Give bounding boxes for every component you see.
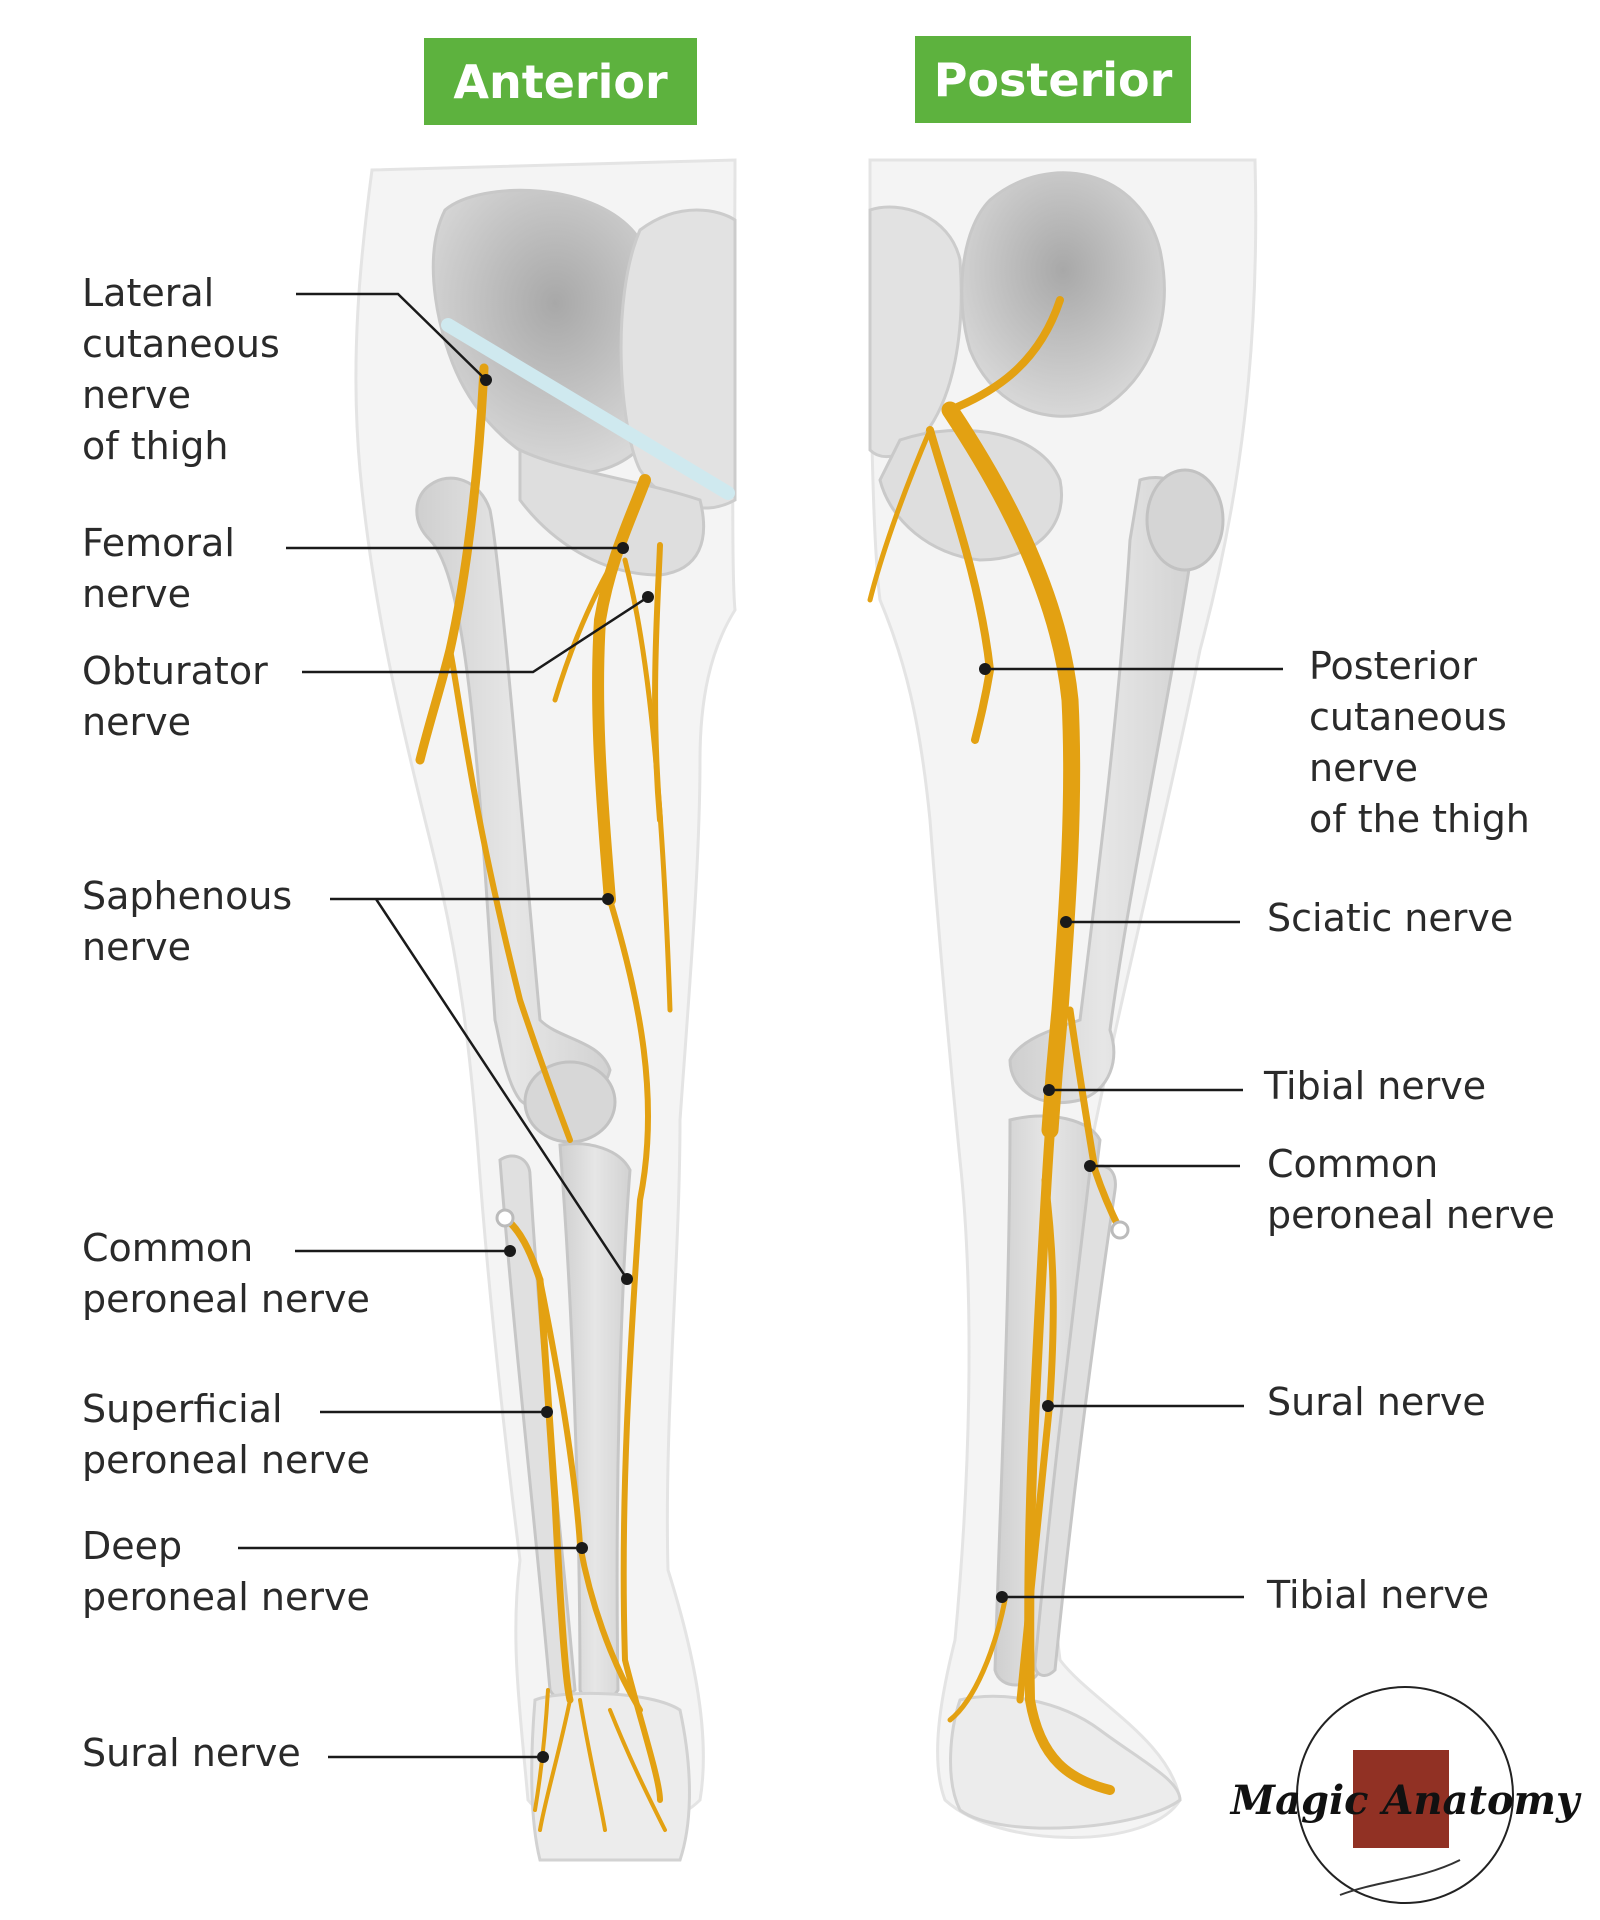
superficial-peroneal-nerve-path	[536, 1276, 574, 1704]
posterior-greater-trochanter	[1145, 468, 1225, 572]
dot-saphenous-thigh	[602, 893, 614, 905]
dot-femoral	[617, 542, 629, 554]
anterior-view	[354, 158, 737, 1862]
logo-wordmark: Magic Anatomy	[1229, 1777, 1582, 1824]
posterior-ilium	[960, 171, 1166, 418]
anterior-foot	[530, 1691, 691, 1862]
dot-sural-posterior	[1042, 1400, 1054, 1412]
label-deep-peroneal-nerve: Deep peroneal nerve	[82, 1524, 370, 1619]
foot-branch-3-path	[608, 1708, 667, 1832]
femoral-branch-2-path	[622, 557, 673, 1013]
posterior-cutaneous-nerve-branch-path	[946, 296, 1064, 414]
logo-ring	[1296, 1686, 1514, 1904]
dot-superficial-peroneal	[541, 1406, 553, 1418]
dot-tibial-lower	[996, 1591, 1008, 1603]
dot-saphenous-leg	[621, 1273, 633, 1285]
label-sural-nerve-posterior: Sural nerve	[1267, 1380, 1486, 1424]
obturator-nerve-path	[652, 542, 663, 823]
posterior-cutaneous-nerve-of-thigh-path	[926, 426, 995, 744]
dot-tibial-upper	[1043, 1084, 1055, 1096]
posterior-nerves	[867, 296, 1124, 1795]
anterior-tibia	[558, 1142, 632, 1703]
dot-sural-anterior	[537, 1751, 549, 1763]
posterior-view	[867, 158, 1258, 1839]
dot-sciatic	[1060, 916, 1072, 928]
label-sciatic-nerve: Sciatic nerve	[1267, 896, 1514, 940]
dot-common-peroneal-posterior	[1084, 1160, 1096, 1172]
anterior-nerves	[415, 363, 673, 1832]
posterior-fibula	[1033, 1164, 1117, 1677]
inguinal-ligament	[441, 318, 735, 500]
femoral-nerve-path	[592, 474, 651, 906]
foot-branch-1-path	[538, 1698, 572, 1832]
label-superficial-peroneal-nerve: Superficial peroneal nerve	[82, 1387, 370, 1482]
label-common-peroneal-nerve-posterior: Common peroneal nerve	[1267, 1142, 1555, 1237]
sural-lateral-foot-path	[947, 1597, 1008, 1723]
label-obturator-nerve: Obturator nerve	[82, 649, 268, 744]
posterior-femur	[1008, 475, 1198, 1105]
label-lateral-cutaneous-nerve-of-thigh: Lateral cutaneous nerve of thigh	[82, 271, 280, 468]
leader-saphenous	[330, 897, 629, 1280]
label-tibial-nerve-upper: Tibial nerve	[1264, 1064, 1487, 1108]
label-saphenous-nerve: Saphenous nerve	[82, 874, 293, 969]
dot-lateral-cutaneous	[480, 374, 492, 386]
leaf-branch-icon	[1339, 1859, 1461, 1896]
logo-face-shade	[1353, 1750, 1449, 1848]
posterior-cutaneous-side-branch-path	[867, 427, 933, 603]
dot-obturator	[642, 591, 654, 603]
magic-anatomy-logo: Magic Anatomy	[1229, 1686, 1582, 1904]
deep-peroneal-nerve-path	[537, 1277, 643, 1713]
leader-lateral-cutaneous	[296, 292, 487, 381]
anterior-patella	[523, 1060, 617, 1144]
saphenous-nerve-path	[607, 897, 663, 1803]
fibular-head-marker	[495, 1208, 515, 1228]
femoral-branch-1-path	[552, 547, 623, 703]
lateral-cutaneous-nerve-of-thigh-path	[415, 363, 489, 765]
label-common-peroneal-nerve-anterior: Common peroneal nerve	[82, 1226, 370, 1321]
leader-lines	[238, 292, 1283, 1759]
posterior-foot	[949, 1694, 1182, 1830]
lateral-cutaneous-branch-path	[447, 647, 573, 1143]
logo-face-image	[1353, 1750, 1449, 1848]
label-posterior-cutaneous-nerve-of-thigh: Posterior cutaneous nerve of the thigh	[1309, 644, 1530, 841]
posterior-view-header: Posterior	[915, 36, 1191, 123]
label-sural-nerve-anterior: Sural nerve	[82, 1731, 301, 1775]
anterior-view-header: Anterior	[424, 38, 697, 125]
label-tibial-nerve-lower: Tibial nerve	[1267, 1573, 1490, 1617]
leader-obturator	[302, 595, 649, 674]
foot-branch-2-path	[578, 1698, 607, 1832]
leader-dots	[480, 374, 1096, 1763]
dot-common-peroneal-anterior	[504, 1245, 516, 1257]
tibial-nerve-path	[1024, 1125, 1115, 1795]
posterior-fibular-head-marker	[1110, 1220, 1130, 1240]
sciatic-nerve-path	[941, 401, 1081, 1139]
dot-deep-peroneal	[576, 1542, 588, 1554]
label-femoral-nerve: Femoral nerve	[82, 521, 235, 616]
dot-posterior-cutaneous	[979, 663, 991, 675]
